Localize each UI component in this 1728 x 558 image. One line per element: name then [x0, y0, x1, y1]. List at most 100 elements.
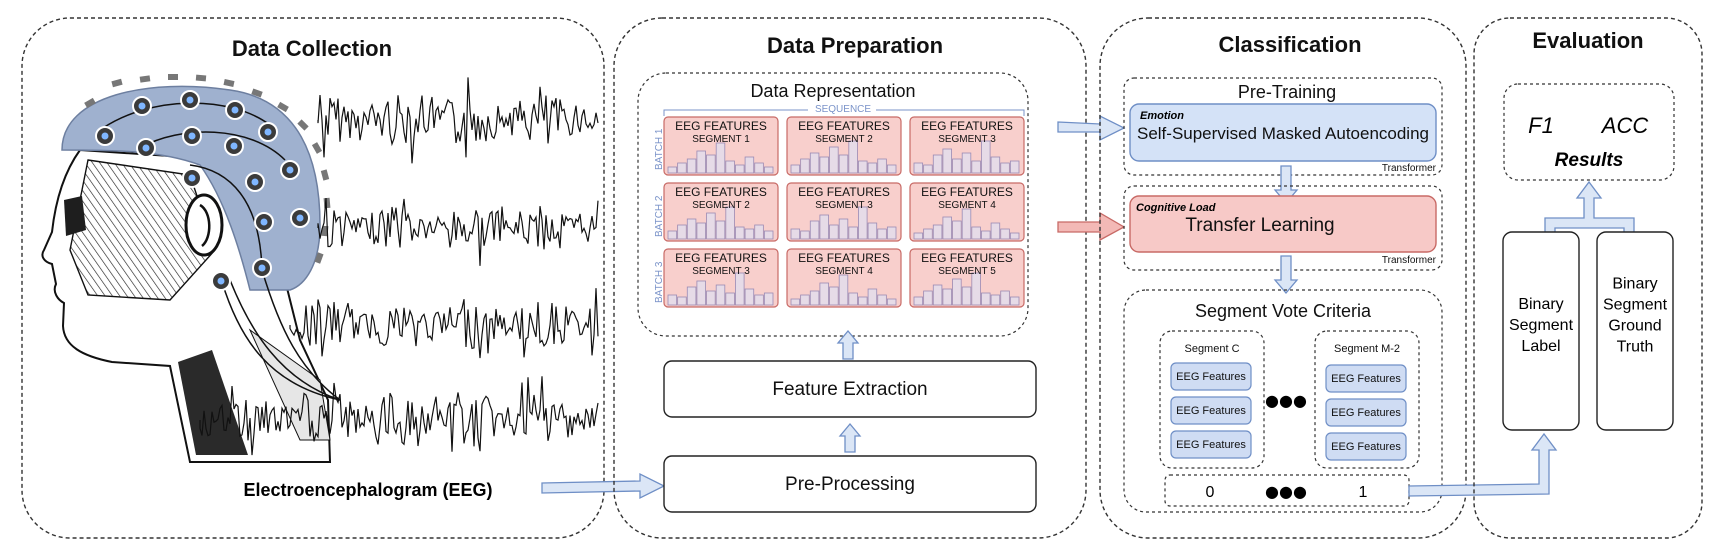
eeg-trace	[289, 288, 599, 359]
feature-bar	[913, 296, 924, 306]
sequence-label-bg	[808, 102, 876, 114]
feature-bar	[800, 158, 810, 174]
segment-c-feature-1	[1170, 362, 1252, 391]
segment-cell-title: EEG FEATURES	[675, 185, 767, 199]
feature-bar	[848, 140, 858, 174]
segment-cell-label: SEGMENT 2	[692, 200, 750, 211]
feature-bar	[706, 290, 716, 306]
segment-m2-feature-2	[1325, 398, 1407, 427]
segment-ellipsis: ●●●	[1265, 391, 1307, 410]
feature-bar	[961, 208, 972, 240]
feature-bar	[829, 224, 839, 240]
feature-bar	[706, 212, 716, 240]
segment-c-feature-3-label: EEG Features	[1176, 439, 1246, 451]
vote-output-right: 1	[1359, 484, 1368, 501]
ear-inner	[199, 203, 211, 247]
feature-bar	[1009, 160, 1020, 174]
feature-bar	[763, 292, 774, 306]
feature-bar	[942, 216, 952, 240]
feature-bar	[867, 222, 878, 240]
segment-cell-title: EEG FEATURES	[921, 119, 1013, 133]
feature-bar	[715, 220, 726, 240]
segment-c-feature-1-label: EEG Features	[1176, 371, 1246, 383]
eval-box-line: Binary	[1612, 276, 1657, 293]
feature-bar	[932, 284, 943, 306]
feature-bar	[981, 230, 991, 240]
batch-label-1: BATCH 1	[654, 128, 665, 170]
feature-bar	[754, 224, 764, 240]
feature-bar	[942, 288, 952, 306]
arrow-vote-to-label	[1408, 432, 1558, 497]
feature-extraction-box	[663, 360, 1037, 418]
feature-bar	[744, 228, 755, 240]
feature-bar	[961, 152, 972, 174]
feature-bar	[877, 294, 887, 306]
batch-label-2: BATCH 2	[654, 195, 665, 237]
feature-bar	[809, 152, 820, 174]
eeg-caption: Electroencephalogram (EEG)	[243, 480, 492, 500]
cap-wire-3	[221, 281, 341, 401]
eval-box-line: Segment	[1509, 317, 1574, 334]
feature-bar	[696, 222, 706, 240]
cap-edge-teeth	[84, 74, 331, 264]
feature-bar	[763, 166, 774, 174]
feature-bar	[990, 222, 1001, 240]
eeg-trace	[317, 197, 599, 266]
segment-c-label: Segment C	[1184, 343, 1239, 355]
results-label: Results	[1555, 150, 1624, 171]
neck-shadow	[178, 350, 248, 455]
feature-extraction-label: Feature Extraction	[772, 379, 927, 400]
metric-f1: F1	[1528, 113, 1554, 138]
evaluation-panel	[1473, 17, 1703, 539]
eeg-cap	[61, 85, 321, 291]
data-preparation-title: Data Preparation	[767, 33, 943, 58]
feature-bar	[981, 140, 991, 174]
feature-bar	[725, 292, 735, 306]
data-representation-box	[637, 72, 1029, 337]
feature-bar	[848, 226, 858, 240]
segment-c-feature-2	[1170, 396, 1252, 425]
segment-cell-label: SEGMENT 3	[692, 266, 750, 277]
feature-bar	[961, 286, 972, 306]
feature-bar	[809, 220, 820, 240]
segment-cell-title: EEG FEATURES	[921, 251, 1013, 265]
eval-box-line: Ground	[1608, 318, 1661, 335]
segment-vote-panel	[1123, 289, 1443, 513]
arrow-up-to-feature-extraction	[838, 422, 862, 453]
data-collection-title: Data Collection	[232, 36, 392, 61]
feature-bar	[706, 154, 716, 174]
feature-bar	[981, 292, 991, 306]
feature-bar	[886, 226, 897, 240]
segment-cell-label: SEGMENT 4	[815, 266, 873, 277]
pre-processing-label: Pre-Processing	[785, 474, 915, 495]
segment-cell-title: EEG FEATURES	[675, 119, 767, 133]
classification-title: Classification	[1218, 32, 1361, 57]
segment-m2-box	[1314, 330, 1420, 469]
batch-label-3: BATCH 3	[654, 261, 665, 303]
arrow-transfer-to-vote	[1273, 255, 1299, 295]
feature-bar	[877, 158, 887, 174]
eeg-waveforms	[199, 77, 599, 456]
pre-processing-box	[663, 455, 1037, 513]
feature-bar	[923, 290, 933, 306]
feature-bar	[677, 296, 687, 306]
segment-m2-feature-3-label: EEG Features	[1331, 441, 1401, 453]
segment-cell-label: SEGMENT 3	[938, 134, 996, 145]
feature-bar	[725, 160, 735, 174]
feature-bar	[667, 294, 678, 306]
eval-box-line: Segment	[1603, 297, 1668, 314]
feature-bar	[809, 290, 820, 306]
segment-cell-title: EEG FEATURES	[798, 185, 890, 199]
feature-bar	[867, 162, 878, 174]
feature-bar	[754, 162, 764, 174]
feature-bar	[744, 288, 755, 306]
segment-c-feature-3	[1170, 430, 1252, 459]
feature-bar	[800, 294, 810, 306]
feature-bar	[952, 158, 962, 174]
